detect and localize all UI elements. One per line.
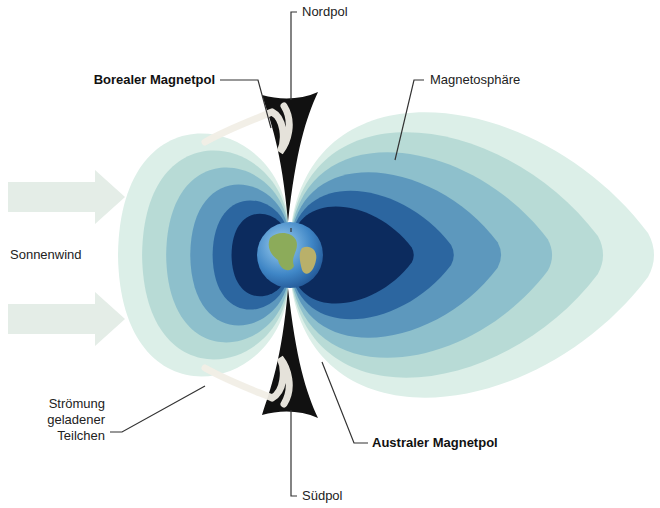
- magnetic-pole-label: Borealer Magnetpol: [94, 72, 215, 88]
- earth-globe: [257, 222, 323, 288]
- particle-flow: [205, 358, 289, 404]
- solar-wind-arrow: [8, 292, 125, 346]
- solar-wind-arrow: [8, 170, 125, 224]
- pole-label: Nordpol: [302, 4, 348, 20]
- continent: [269, 233, 297, 270]
- pole-label: Südpol: [302, 488, 342, 504]
- wind-label: Sonnenwind: [10, 247, 82, 263]
- flow-label: Strömung geladener Teilchen: [13, 396, 105, 444]
- region-label: Magnetosphäre: [430, 72, 520, 88]
- magnetic-pole-label: Australer Magnetpol: [372, 435, 498, 451]
- magnetosphere-layers: [118, 112, 654, 397]
- particle-flow: [205, 106, 289, 152]
- continent: [300, 247, 317, 274]
